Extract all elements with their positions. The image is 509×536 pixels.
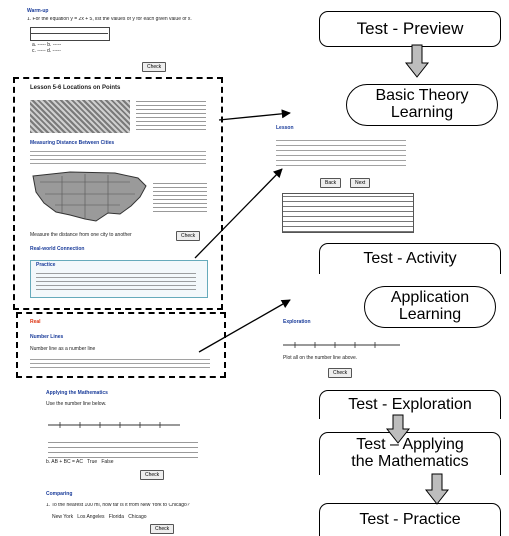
city-option[interactable]: Florida bbox=[108, 514, 125, 520]
new-terms-heading: Practice bbox=[36, 262, 56, 268]
application-learning-box: Application Learning bbox=[364, 286, 496, 328]
map-check-button[interactable]: Check bbox=[176, 231, 201, 241]
option-false[interactable]: False bbox=[101, 459, 114, 465]
exploration-prompt: Plot all on the number line above. bbox=[283, 355, 358, 361]
city-option[interactable]: Chicago bbox=[128, 514, 147, 520]
application-dashed-box bbox=[16, 312, 226, 378]
number-line-sub: Number line as a number line bbox=[30, 346, 96, 352]
city-option[interactable]: New York bbox=[52, 514, 74, 520]
activity-answer-box bbox=[282, 193, 414, 233]
preview-check-button[interactable]: Check bbox=[142, 62, 167, 72]
basic-theory-line1: Basic Theory bbox=[375, 87, 469, 105]
real-world-heading: Real-world Connection bbox=[30, 246, 85, 252]
application-line2: Learning bbox=[398, 306, 462, 323]
test-preview-box: Test - Preview bbox=[319, 11, 501, 47]
number-line-heading: Number Lines bbox=[30, 334, 64, 340]
preview-table bbox=[30, 27, 110, 41]
preview-options: a. ----- b. -----c. ----- d. ----- bbox=[32, 42, 62, 54]
map-text-block bbox=[153, 180, 207, 212]
practice-question: 1. To the nearest 100 mi, how far is it … bbox=[46, 503, 190, 508]
measuring-heading: Measuring Distance Between Cities bbox=[30, 140, 115, 146]
test-applying-box: Test – Applying the Mathematics bbox=[319, 432, 501, 475]
down-arrow-1 bbox=[404, 44, 430, 78]
preview-table-rule bbox=[30, 33, 108, 34]
lesson-title: Lesson 5-6 Locations on Points bbox=[30, 85, 121, 91]
applying-prompt: Use the number line below. bbox=[46, 401, 107, 407]
application-text bbox=[30, 356, 210, 368]
measuring-text bbox=[30, 150, 206, 164]
test-practice-box: Test - Practice bbox=[319, 503, 501, 536]
application-line1: Application bbox=[390, 289, 470, 307]
activity-screen-text bbox=[276, 140, 406, 166]
preview-question: 1. For the equation y = 2x + 5, list the… bbox=[27, 17, 192, 22]
map-caption: Measure the distance from one city to an… bbox=[30, 232, 132, 238]
activity-next-button[interactable]: Next bbox=[350, 178, 371, 188]
lesson-photo bbox=[30, 100, 130, 133]
city-option[interactable]: Los Angeles bbox=[77, 514, 105, 520]
applying-true-false: b. AB + BC = AC True False bbox=[46, 459, 114, 465]
applying-heading: Applying the Mathematics bbox=[46, 390, 108, 396]
test-applying-line2: the Mathematics bbox=[351, 453, 469, 470]
basic-theory-learning-box: Basic Theory Learning bbox=[346, 84, 498, 126]
preview-heading: Warm-up bbox=[27, 8, 49, 14]
lesson-text-block bbox=[136, 100, 206, 130]
test-activity-box: Test - Activity bbox=[319, 243, 501, 274]
applying-choices bbox=[48, 438, 198, 458]
option-true[interactable]: True bbox=[87, 459, 98, 465]
applying-check-button[interactable]: Check bbox=[140, 470, 165, 480]
application-tag: Real bbox=[30, 319, 41, 325]
test-applying-line1: Test – Applying bbox=[356, 436, 464, 454]
activity-screen-heading: Lesson bbox=[276, 125, 294, 131]
activity-back-button[interactable]: Back bbox=[320, 178, 342, 188]
practice-options: New York Los Angeles Florida Chicago bbox=[52, 514, 147, 521]
exploration-screen-heading: Exploration bbox=[283, 319, 311, 325]
basic-theory-line2: Learning bbox=[390, 104, 454, 121]
callout-text bbox=[36, 272, 196, 290]
exploration-check-button[interactable]: Check bbox=[328, 368, 353, 378]
practice-heading: Comparing bbox=[46, 491, 73, 497]
test-exploration-box: Test - Exploration bbox=[319, 390, 501, 419]
down-arrow-3 bbox=[424, 473, 450, 505]
